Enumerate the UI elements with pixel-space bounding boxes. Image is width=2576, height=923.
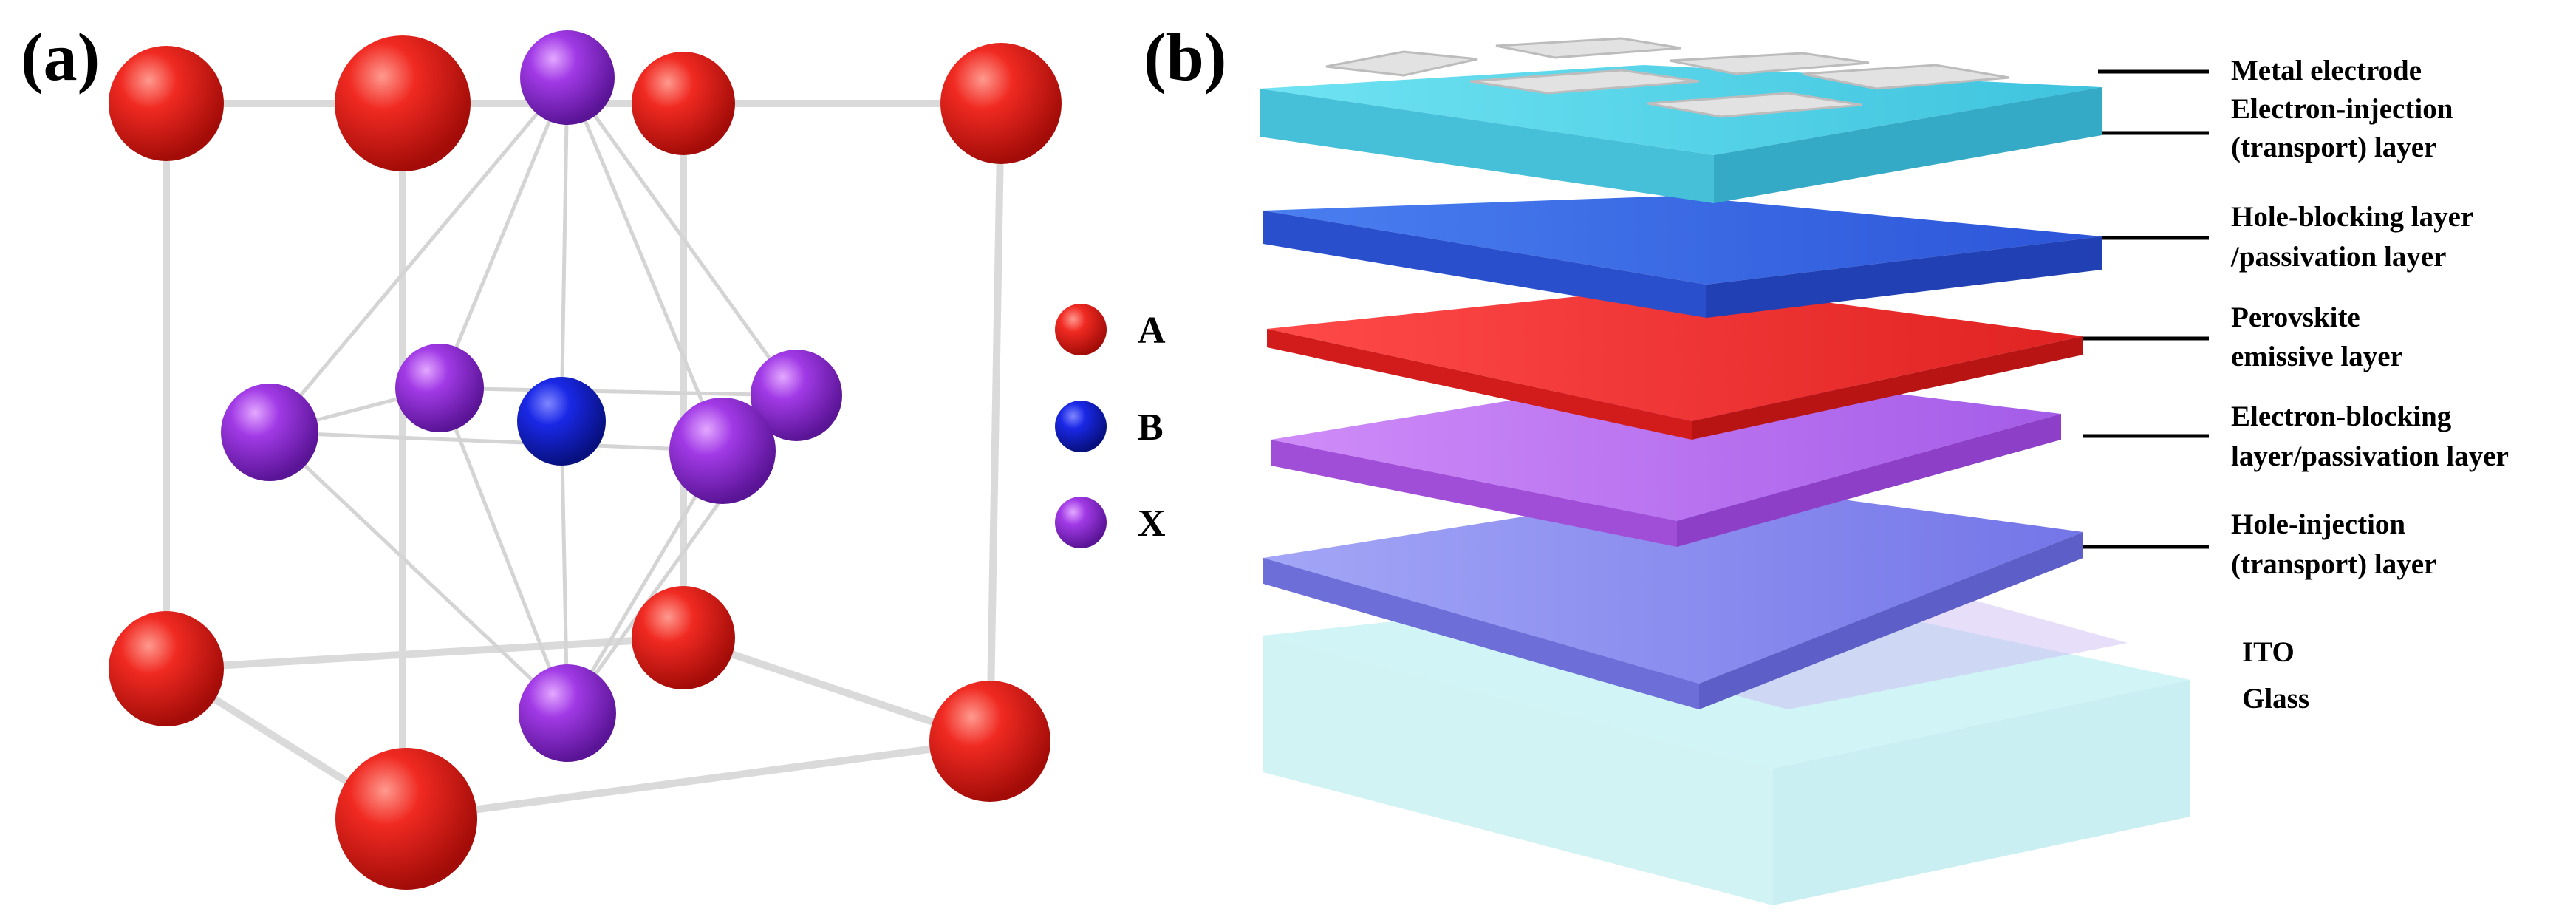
atom-a — [632, 586, 735, 689]
label-metal-electrode: Metal electrode — [2231, 55, 2422, 86]
label-hole-injection-line1: Hole-injection — [2231, 508, 2405, 540]
legend: A B X — [1055, 304, 1166, 548]
legend-swatch-b — [1055, 401, 1107, 452]
label-hole-injection-line2: (transport) layer — [2231, 548, 2436, 580]
unit-cell-edges — [163, 100, 1005, 822]
label-electron-injection-line2: (transport) layer — [2231, 132, 2436, 163]
label-electron-blocking-line1: Electron-blocking — [2231, 401, 2452, 432]
panel-a: (a) — [21, 19, 1166, 890]
atom-x — [221, 384, 318, 481]
layer-hole-blocking — [1263, 196, 2102, 318]
legend-swatch-x — [1055, 497, 1107, 548]
metal-electrodes — [1325, 37, 2010, 118]
layer-electron-injection — [1260, 65, 2102, 203]
electrode-pad — [1495, 37, 1681, 59]
legend-label-x: X — [1138, 503, 1166, 545]
atom-x — [751, 350, 842, 441]
panel-b-label: (b) — [1144, 19, 1226, 95]
layer-hole-injection — [1263, 484, 2083, 709]
layer-perovskite — [1267, 285, 2083, 440]
label-electron-injection-line1: Electron-injection — [2231, 93, 2453, 125]
atom-b — [517, 377, 606, 466]
atom-a — [335, 748, 477, 890]
legend-label-b: B — [1138, 406, 1164, 449]
label-hole-blocking-line1: Hole-blocking layer — [2231, 201, 2473, 233]
atom-x — [519, 664, 616, 762]
panel-b: (b) — [1144, 19, 2509, 905]
label-ito: ITO — [2242, 636, 2295, 668]
legend-swatch-a — [1055, 304, 1107, 355]
leader-lines — [2083, 69, 2209, 549]
atom-x — [395, 344, 484, 432]
atom-a — [335, 35, 471, 171]
label-perovskite-line1: Perovskite — [2231, 302, 2360, 333]
panel-a-label: (a) — [21, 19, 100, 95]
label-hole-blocking-line2: /passivation layer — [2230, 241, 2446, 273]
layer-labels: Metal electrode Electron-injection (tran… — [2230, 55, 2509, 715]
label-electron-blocking-line2: layer/passivation layer — [2231, 440, 2509, 472]
electrode-pad — [1669, 52, 1870, 75]
atoms — [109, 30, 1062, 890]
atom-a — [929, 681, 1050, 802]
label-glass: Glass — [2242, 683, 2309, 715]
atom-a — [940, 43, 1062, 164]
electrode-pad — [1325, 50, 1478, 77]
label-perovskite-line2: emissive layer — [2231, 341, 2403, 372]
electrode-pad — [1647, 92, 1862, 118]
atom-x — [520, 30, 615, 125]
atom-a — [109, 46, 224, 161]
atom-a — [632, 52, 735, 155]
atom-a — [109, 611, 224, 726]
atom-x — [669, 398, 776, 504]
electrode-pad — [1802, 64, 2010, 90]
electrode-pad — [1469, 69, 1700, 95]
legend-label-a: A — [1138, 310, 1166, 352]
layer-electron-blocking — [1271, 369, 2061, 547]
